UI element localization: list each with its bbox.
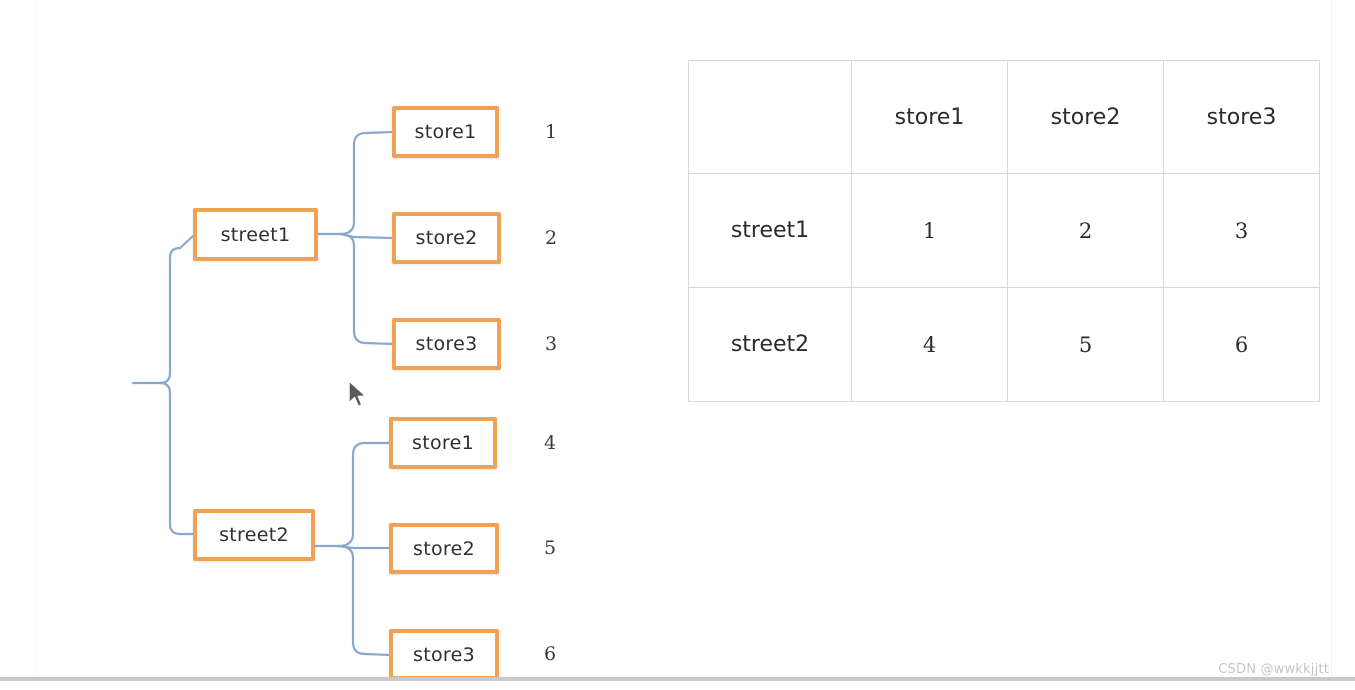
cell-street1-store1: 1 [851, 173, 1008, 288]
connector-street1-store1 [338, 130, 394, 236]
table-row: street2 4 5 6 [688, 287, 1320, 402]
matrix-table-body: street1 1 2 3 street2 4 5 6 [688, 173, 1320, 402]
cell-street2-store2: 5 [1007, 287, 1164, 402]
matrix-table: store1 store2 store3 street1 1 2 3 stree… [688, 60, 1320, 402]
connector-street2-store1 [336, 441, 391, 548]
column-header-store2: store2 [1007, 60, 1164, 174]
cell-street1-store3: 3 [1163, 173, 1320, 288]
tree-value-street2-store3: 6 [543, 643, 557, 665]
connector-root-to-street1 [158, 234, 195, 385]
tree-node-street1-store3[interactable]: store3 [392, 318, 501, 370]
tree-node-street1-store2[interactable]: store2 [392, 212, 501, 264]
table-header-row: store1 store2 store3 [688, 60, 1320, 174]
row-header-street2: street2 [688, 287, 852, 402]
tree-value-street1-store1: 1 [544, 121, 558, 143]
page-right-edge [1331, 0, 1332, 677]
tree-node-street2[interactable]: street2 [193, 509, 315, 561]
connector-root-to-street2 [158, 381, 195, 536]
page-left-edge [35, 0, 36, 677]
tree-node-street2-store2[interactable]: store2 [389, 523, 499, 574]
tree-node-street2-store3[interactable]: store3 [389, 629, 499, 680]
matrix-table-head: store1 store2 store3 [688, 60, 1320, 174]
column-header-store1: store1 [851, 60, 1008, 174]
tree-value-street1-store3: 3 [544, 333, 558, 355]
cell-street2-store3: 6 [1163, 287, 1320, 402]
cell-street2-store1: 4 [851, 287, 1008, 402]
watermark-text: CSDN @wwkkjjtt [1218, 662, 1329, 677]
column-header-store3: store3 [1163, 60, 1320, 174]
tree-node-street1-store1[interactable]: store1 [392, 106, 499, 158]
matrix-corner-cell [688, 60, 852, 174]
tree-node-street1[interactable]: street1 [193, 208, 318, 261]
matrix-table-container: store1 store2 store3 street1 1 2 3 stree… [688, 60, 1320, 402]
bottom-scroll-bar[interactable] [0, 677, 1355, 690]
row-header-street1: street1 [688, 173, 852, 288]
tree-connector-lines [131, 130, 394, 657]
cell-street1-store2: 2 [1007, 173, 1164, 288]
tree-value-street1-store2: 2 [544, 227, 558, 249]
table-row: street1 1 2 3 [688, 173, 1320, 288]
connector-street2-store3 [336, 544, 391, 657]
connector-street1-store3 [338, 232, 394, 346]
tree-value-street2-store1: 4 [543, 432, 557, 454]
tree-node-street2-store1[interactable]: store1 [389, 417, 497, 469]
hierarchy-tree-diagram: street1 store1 1 store2 2 store3 3 stree… [0, 0, 640, 690]
tree-value-street2-store2: 5 [543, 537, 557, 559]
